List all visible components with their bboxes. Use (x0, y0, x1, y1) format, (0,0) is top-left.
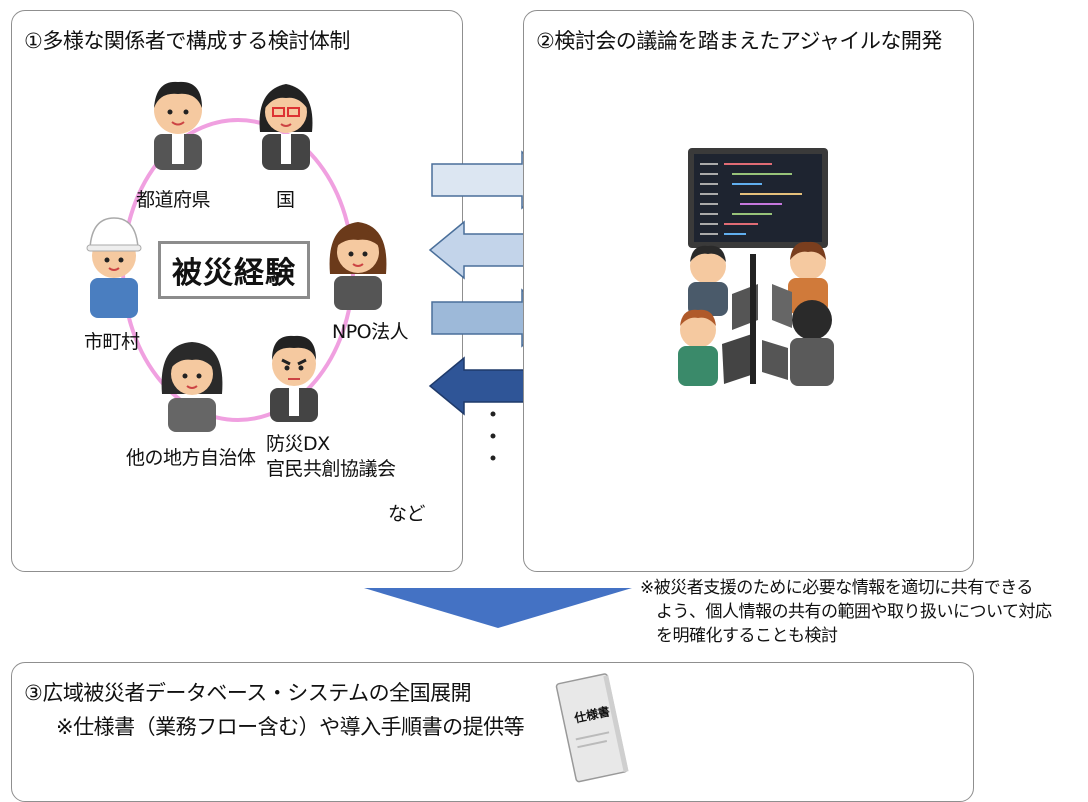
label-dx-council-line2: 官民共創協議会 (266, 458, 396, 480)
privacy-note: ※被災者支援のために必要な情報を適切に共有できる よう、個人情報の共有の範囲や取… (640, 576, 1052, 648)
continuation-dots (490, 411, 496, 461)
panel-agile-title: ②検討会の議論を踏まえたアジャイルな開発 (536, 29, 942, 53)
prefecture-person-icon (154, 81, 202, 170)
label-prefecture: 都道府県 (136, 189, 211, 211)
municipality-worker-icon (86, 217, 142, 318)
disaster-experience-label: 被災経験 (172, 256, 296, 291)
label-etc: など (388, 503, 426, 525)
other-municipality-person-icon (161, 342, 223, 432)
label-municipality: 市町村 (84, 331, 140, 353)
panel-national-rollout: ③広域被災者データベース・システムの全国展開 ※仕様書（業務フロー含む）や導入手… (11, 662, 974, 802)
disaster-experience-box: 被災経験 (158, 241, 310, 299)
panel-rollout-title: ③広域被災者データベース・システムの全国展開 (24, 681, 472, 705)
privacy-note-line1: ※被災者支援のために必要な情報を適切に共有できる (640, 578, 1033, 598)
npo-person-icon (329, 222, 387, 310)
panel-rollout-subtitle: ※仕様書（業務フロー含む）や導入手順書の提供等 (56, 715, 525, 739)
down-arrow (364, 588, 632, 628)
dx-council-person-icon (270, 335, 318, 422)
panel-stakeholders-title: ①多様な関係者で構成する検討体制 (24, 29, 350, 53)
privacy-note-line3: を明確化することも検討 (656, 626, 838, 646)
development-team-illustration (678, 148, 834, 386)
specification-book-icon (555, 673, 629, 783)
label-national: 国 (276, 189, 295, 211)
national-person-icon (259, 84, 313, 170)
privacy-note-line2: よう、個人情報の共有の範囲や取り扱いについて対応 (656, 602, 1052, 622)
label-npo: NPO法人 (332, 321, 409, 343)
label-dx-council-line1: 防災DX (266, 433, 330, 455)
label-other-municipality: 他の地方自治体 (126, 447, 256, 469)
